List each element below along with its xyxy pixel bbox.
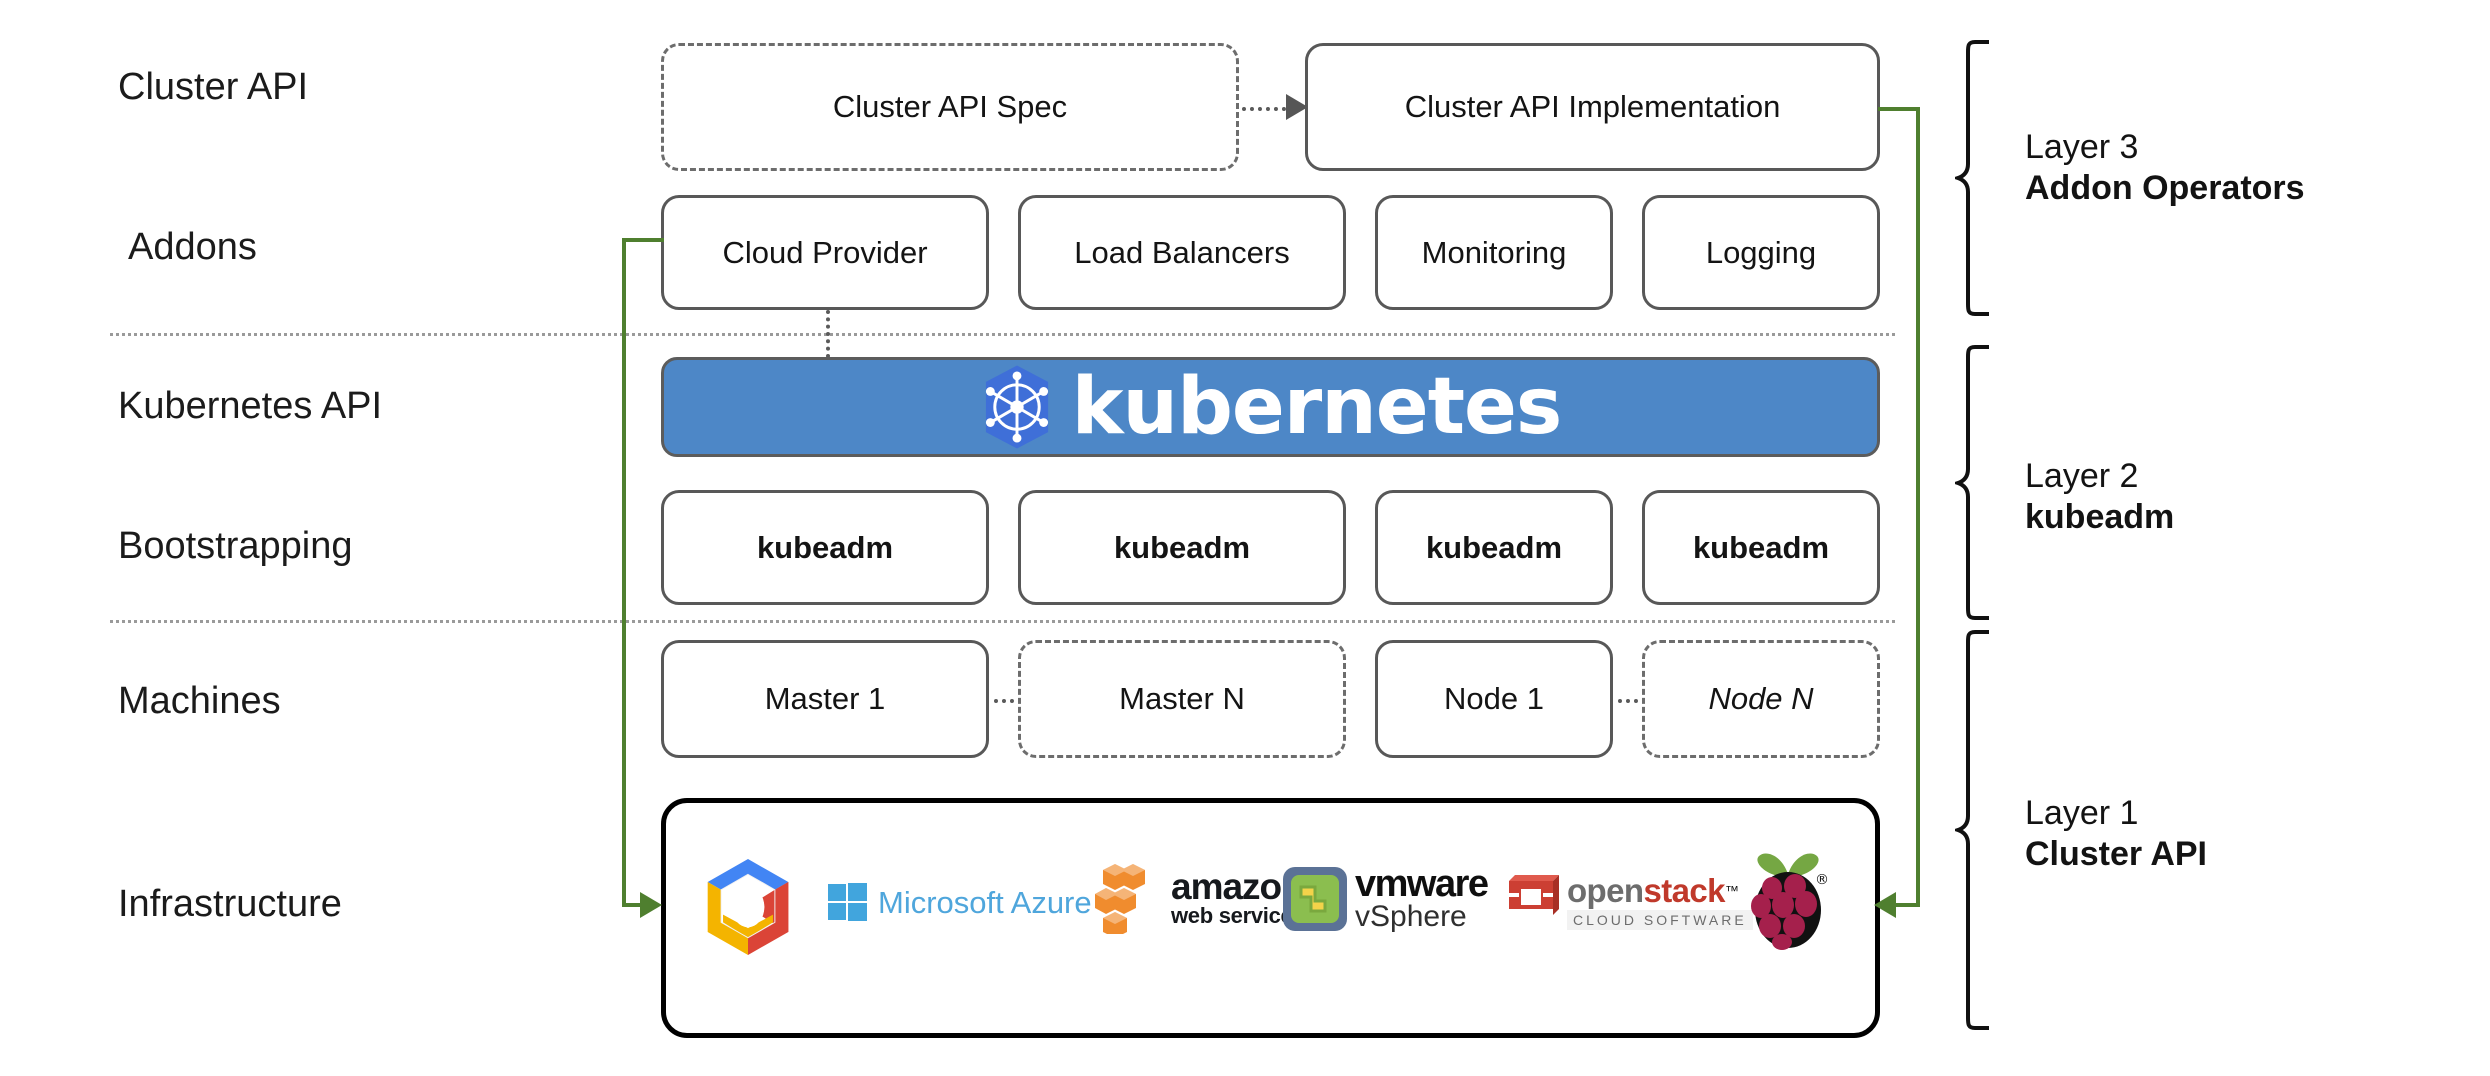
machine-box-node-1[interactable]: Node 1 — [1375, 640, 1613, 758]
bootstrap-box-3[interactable]: kubeadm — [1375, 490, 1613, 605]
layer-1-label: Layer 1 Cluster API — [2025, 793, 2207, 876]
bootstrap-box-2[interactable]: kubeadm — [1018, 490, 1346, 605]
layer-2-line1: Layer 2 — [2025, 457, 2139, 495]
machine-label-node-1: Node 1 — [1444, 681, 1544, 717]
row-label-infrastructure: Infrastructure — [118, 883, 342, 925]
microsoft-azure-label: Microsoft Azure — [878, 885, 1092, 920]
vmware-label: vmware — [1355, 863, 1489, 905]
cluster-api-spec-box[interactable]: Cluster API Spec — [661, 43, 1239, 171]
implementation-green-arrowhead — [1874, 892, 1896, 918]
cloud-provider-green-connector-bottom — [622, 903, 646, 907]
layer-2-label: Layer 2 kubeadm — [2025, 456, 2174, 539]
machine-box-node-n[interactable]: Node N — [1642, 640, 1880, 758]
section-divider-layer2-layer1 — [110, 620, 1895, 623]
openstack-cloud-software-label: CLOUD SOFTWARE — [1567, 910, 1753, 930]
row-label-addons: Addons — [128, 226, 257, 268]
layer-1-line1: Layer 1 — [2025, 794, 2139, 832]
implementation-green-connector-top — [1878, 107, 1920, 111]
bootstrap-label-2: kubeadm — [1113, 529, 1251, 565]
layer-1-line2: Cluster API — [2025, 835, 2208, 874]
addon-box-monitoring[interactable]: Monitoring — [1375, 195, 1613, 310]
kubernetes-helm-wheel-logo — [985, 365, 1048, 449]
machine-box-master-n[interactable]: Master N — [1018, 640, 1346, 758]
web-services-label: web services — [1171, 902, 1305, 928]
machine-label-master-1: Master 1 — [764, 681, 886, 717]
addon-label-logging: Logging — [1705, 234, 1817, 270]
machine-label-node-n: Node N — [1708, 681, 1814, 717]
kubernetes-banner[interactable]: kubernetes — [661, 357, 1880, 457]
spec-to-implementation-arrowhead — [1286, 94, 1308, 120]
addon-box-cloud-provider[interactable]: Cloud Provider — [661, 195, 989, 310]
amazon-web-services-logo: amazon web services — [1095, 862, 1305, 934]
microsoft-windows-squares-icon — [828, 883, 867, 921]
node-ellipsis-connector — [1618, 699, 1638, 703]
spec-to-implementation-connector — [1242, 107, 1294, 111]
svg-text:®: ® — [1815, 872, 1829, 888]
openstack-logo: openstack™ CLOUD SOFTWARE — [1503, 872, 1753, 930]
layer-3-label: Layer 3 Addon Operators — [2025, 127, 2305, 210]
addon-label-load-balancers: Load Balancers — [1074, 234, 1290, 270]
row-label-kubernetes-api: Kubernetes API — [118, 385, 383, 427]
layer-2-line2: kubeadm — [2025, 498, 2175, 537]
cloud-provider-green-connector-vertical — [622, 238, 626, 907]
openstack-open-label: open — [1567, 872, 1644, 909]
layer-2-brace — [1951, 345, 1995, 625]
amazon-label: amazon — [1171, 866, 1304, 908]
cluster-api-implementation-box[interactable]: Cluster API Implementation — [1305, 43, 1880, 171]
addon-box-load-balancers[interactable]: Load Balancers — [1018, 195, 1346, 310]
cluster-api-implementation-label: Cluster API Implementation — [1404, 89, 1781, 125]
vmware-vsphere-logo: vmware vSphere — [1283, 863, 1489, 934]
vmware-square-icon — [1283, 867, 1347, 932]
layer-3-line1: Layer 3 — [2025, 128, 2139, 166]
implementation-green-connector-bottom — [1896, 903, 1920, 907]
bootstrap-box-1[interactable]: kubeadm — [661, 490, 989, 605]
implementation-green-connector-vertical — [1916, 107, 1920, 907]
openstack-square-icon — [1509, 875, 1559, 915]
bootstrap-label-4: kubeadm — [1692, 529, 1830, 565]
kubernetes-wordmark: kubernetes — [1071, 362, 1563, 452]
master-ellipsis-connector — [994, 699, 1014, 703]
machine-box-master-1[interactable]: Master 1 — [661, 640, 989, 758]
microsoft-azure-logo: Microsoft Azure — [828, 883, 1092, 923]
row-label-machines: Machines — [118, 680, 281, 722]
layer-1-brace — [1951, 630, 1995, 1035]
bootstrap-box-4[interactable]: kubeadm — [1642, 490, 1880, 605]
cloud-provider-green-arrowhead — [640, 892, 662, 918]
layer-3-line2: Addon Operators — [2025, 169, 2305, 208]
row-label-cluster-api: Cluster API — [118, 66, 309, 108]
addon-box-logging[interactable]: Logging — [1642, 195, 1880, 310]
layer-3-brace — [1951, 40, 1995, 321]
google-cloud-logo — [700, 855, 796, 959]
bootstrap-label-3: kubeadm — [1425, 529, 1563, 565]
addon-label-monitoring: Monitoring — [1421, 234, 1567, 270]
machine-label-master-n: Master N — [1119, 681, 1245, 717]
bootstrap-label-1: kubeadm — [756, 529, 894, 565]
vsphere-label: vSphere — [1355, 900, 1467, 934]
cloud-provider-green-connector-top — [622, 238, 664, 242]
cloud-provider-to-kubernetes-connector — [826, 310, 830, 358]
cluster-api-spec-label: Cluster API Spec — [832, 89, 1068, 125]
addon-label-cloud-provider: Cloud Provider — [722, 234, 928, 270]
raspberry-pi-logo: ® — [1745, 848, 1831, 952]
section-divider-layer3-layer2 — [110, 333, 1895, 336]
aws-cubes-icon — [1095, 864, 1145, 934]
openstack-stack-label: stack — [1643, 872, 1725, 909]
openstack-tm-mark: ™ — [1724, 882, 1739, 899]
row-label-bootstrapping: Bootstrapping — [118, 525, 353, 567]
